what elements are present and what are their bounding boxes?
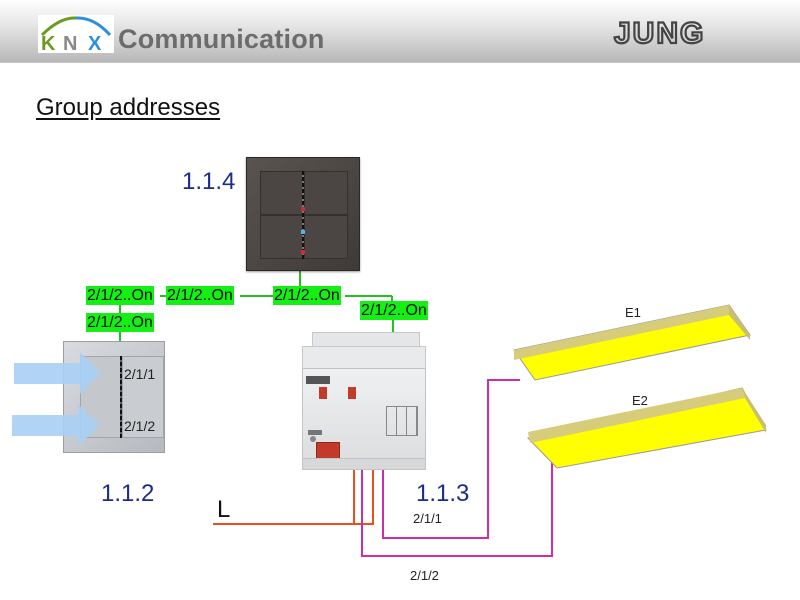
led-strip [120,356,122,438]
lamp-E2-edge [528,388,745,443]
status-led-red [301,207,305,211]
svg-text:X: X [88,33,102,53]
programming-button[interactable] [310,436,316,442]
manual-switch-2[interactable] [348,387,356,399]
lamp-label-E1: E1 [625,305,641,320]
status-led-red [301,250,305,254]
jung-logo: JUNG [612,16,742,53]
group-telegram-label: 2/1/2..On [166,286,234,305]
rocker-bottom-right[interactable] [304,215,348,259]
group-telegram-label: 2/1/2..On [86,313,154,332]
lamp-label-E2: E2 [632,393,648,408]
lamp-E1-side [729,305,750,340]
device-address-1-1-4: 1.1.4 [182,168,236,195]
svg-text:JUNG: JUNG [614,18,705,48]
header-bar: K N X Communication JUNG [0,0,800,63]
lamp-E2-side [742,388,766,433]
device-address-1-1-3: 1.1.3 [416,480,470,507]
group-telegram-label: 2/1/2..On [273,286,341,305]
output-wires [361,379,553,557]
rocker-label-upper: 2/1/1 [124,366,156,382]
switch-actuator[interactable] [302,332,426,470]
section-title: Group addresses [36,94,221,121]
line-wire [213,469,374,525]
wire-L [213,469,374,525]
group-telegram-label: 2/1/2..On [86,286,154,305]
output-label-1: 2/1/1 [413,511,442,526]
output-label-2: 2/1/2 [410,568,439,583]
svg-text:N: N [63,33,77,53]
rocker-top-right[interactable] [304,171,348,215]
actuator-bottom [302,458,426,470]
header-title: Communication [118,24,325,54]
svg-text:K: K [41,33,56,53]
lamp-E2 [527,387,767,469]
knx-logo: K N X [38,15,114,53]
group-telegram-label: 2/1/2..On [360,301,428,320]
manual-switch-1[interactable] [319,387,327,399]
wire-output-2 [361,460,553,557]
actuator-terminal-row [302,346,426,370]
device-address-1-1-2: 1.1.2 [101,480,155,507]
rocker-bottom-left[interactable] [260,215,304,259]
knx-mark [308,430,322,435]
led-strip [302,171,304,259]
lamp-E1-edge [514,305,729,360]
rocker-right[interactable] [122,356,164,438]
lamp-E1 [513,304,751,381]
rocker-label-lower: 2/1/2 [124,418,156,434]
label-field [386,406,418,436]
line-label: L [217,496,231,523]
wire-output-1 [382,379,520,539]
pushbutton-4gang[interactable] [246,157,360,271]
status-led-blue [301,230,305,234]
jung-badge [306,376,330,384]
